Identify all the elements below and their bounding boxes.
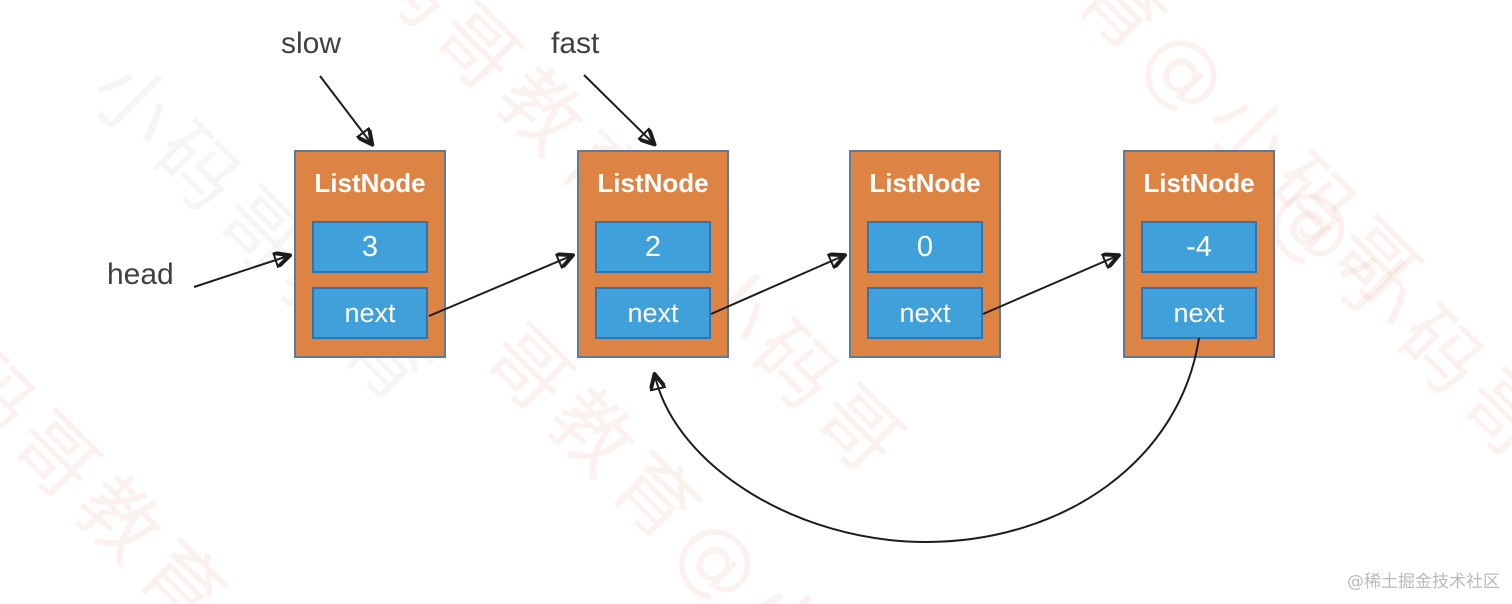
- node-title: ListNode: [597, 168, 709, 198]
- value-field: 3: [312, 221, 428, 273]
- slow-arrow: [319, 75, 371, 143]
- next-arrow-3-4: [982, 256, 1117, 315]
- list-node-3: ListNode 0 next: [849, 150, 1001, 358]
- node-title: ListNode: [314, 168, 426, 198]
- pointer-label-fast: fast: [551, 27, 600, 60]
- fast-arrow: [583, 74, 653, 143]
- list-node-4: ListNode -4 next: [1123, 150, 1275, 358]
- next-arrow-2-3: [710, 256, 843, 315]
- next-field: next: [1141, 287, 1257, 339]
- cycle-arrow-4-2: [655, 337, 1200, 544]
- pointer-label-head: head: [107, 258, 174, 291]
- value-field: 0: [867, 221, 983, 273]
- next-field: next: [867, 287, 983, 339]
- next-arrow-1-2: [428, 256, 571, 317]
- next-field: next: [595, 287, 711, 339]
- watermark-band: 小码哥教育@: [0, 267, 315, 604]
- value-field: -4: [1141, 221, 1257, 273]
- watermark-credit: @稀土掘金技术社区: [1347, 572, 1500, 592]
- node-title: ListNode: [1143, 168, 1255, 198]
- list-node-1: ListNode 3 next: [294, 150, 446, 358]
- pointer-label-slow: slow: [281, 27, 342, 60]
- list-node-2: ListNode 2 next: [577, 150, 729, 358]
- value-field: 2: [595, 221, 711, 273]
- next-field: next: [312, 287, 428, 339]
- head-arrow: [193, 256, 288, 288]
- node-title: ListNode: [869, 168, 981, 198]
- watermark-band: @小码哥教育: [1251, 162, 1512, 604]
